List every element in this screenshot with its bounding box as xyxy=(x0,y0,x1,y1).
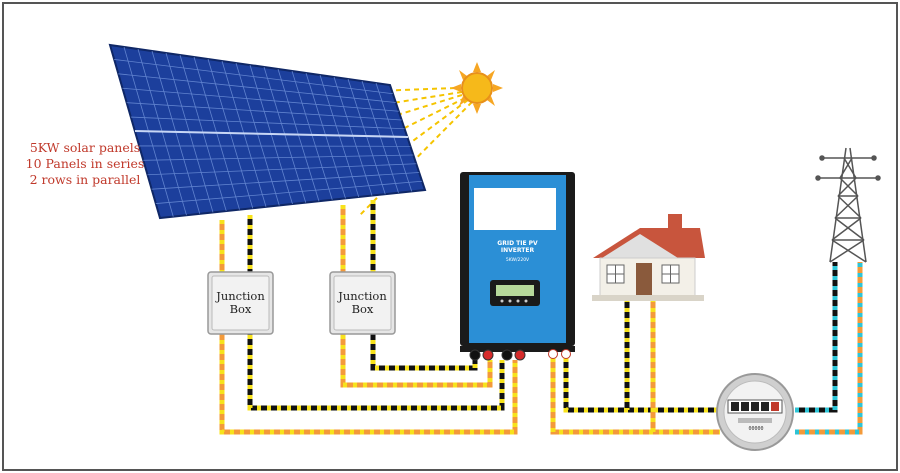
transmission-tower-icon xyxy=(815,147,881,263)
solar-panel-array xyxy=(108,43,427,220)
inverter-title: GRID TIE PV INVERTER xyxy=(469,240,566,254)
caption-line-2: 10 Panels in series xyxy=(25,156,145,171)
junction-box-2-line2: Box xyxy=(351,302,374,316)
caption-line-3: 2 rows in parallel xyxy=(29,172,141,187)
panel-caption: 5KW solar panels 10 Panels in series 2 r… xyxy=(10,140,160,188)
junction-box-2 xyxy=(329,271,396,335)
inverter-subtitle: 5KW/220V xyxy=(505,258,530,263)
junction-box-2-label: Junction Box xyxy=(330,290,395,316)
junction-box-1-line2: Box xyxy=(229,302,252,316)
junction-box-1-line1: Junction xyxy=(216,289,265,303)
panel-cell-row xyxy=(118,73,396,103)
electric-meter-icon xyxy=(716,373,794,451)
inverter-terminals xyxy=(469,349,571,361)
junction-box-1 xyxy=(207,271,274,335)
panel-cell-row xyxy=(126,102,402,121)
house-icon xyxy=(592,214,705,301)
panel-cell-row xyxy=(151,172,420,190)
panel-cell-row xyxy=(114,59,393,95)
inverter-title-line2: INVERTER xyxy=(500,247,535,254)
inverter-title-line1: GRID TIE PV xyxy=(497,240,538,247)
sun-icon xyxy=(451,62,503,114)
panel-cell-row xyxy=(147,163,417,176)
inverter-label-plate xyxy=(474,188,556,230)
junction-box-2-line1: Junction xyxy=(338,289,387,303)
panel-cell-row xyxy=(130,116,405,130)
caption-line-1: 5KW solar panels xyxy=(29,140,141,155)
meter-reading: 00000 xyxy=(748,426,764,432)
panel-cell-row xyxy=(122,87,399,112)
junction-box-1-label: Junction Box xyxy=(208,290,273,316)
panel-cell-row xyxy=(143,154,414,161)
panel-cell-row xyxy=(155,180,423,204)
inverter xyxy=(460,172,575,352)
